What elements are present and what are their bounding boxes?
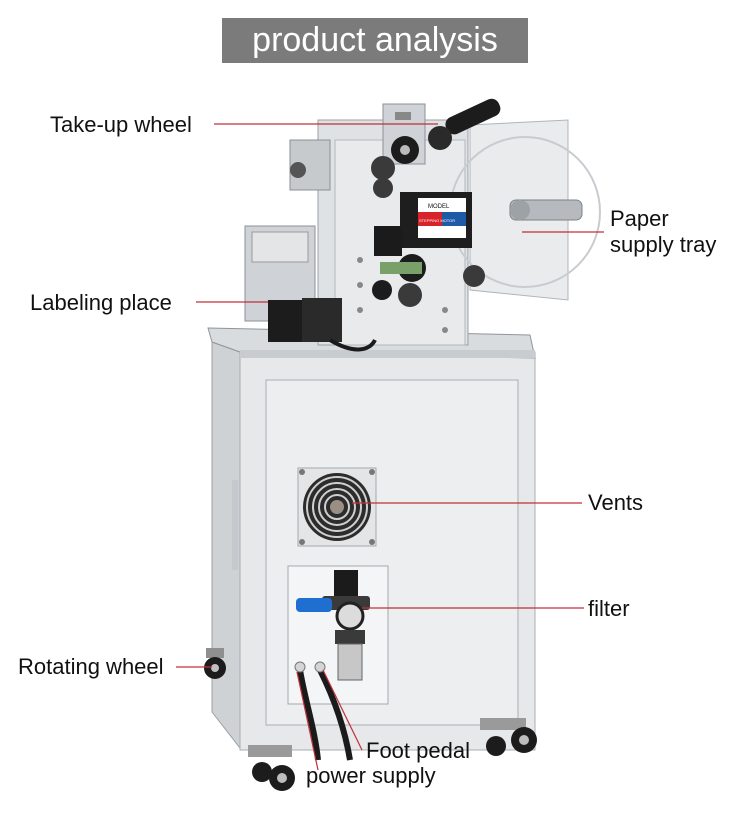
label-rotating-wheel: Rotating wheel: [18, 654, 164, 679]
label-filter: filter: [588, 596, 630, 621]
label-vents: Vents: [588, 490, 644, 515]
leader-line-power-supply: [296, 671, 319, 771]
label-foot-pedal: Foot pedal: [366, 738, 470, 763]
caster-wheels: [204, 648, 537, 791]
motor-type-text: STEPPING MOTOR: [419, 218, 455, 223]
label-take-up-wheel: Take-up wheel: [50, 112, 192, 137]
label-paper-supply-tray-line1: Paper: [610, 206, 669, 231]
label-paper-supply-tray-line2: supply tray: [610, 232, 717, 257]
motor-model-text: MODEL: [428, 204, 450, 210]
vent-fan: [297, 467, 377, 547]
label-power-supply: power supply: [306, 763, 436, 788]
leader-line-foot-pedal: [322, 669, 363, 751]
label-labeling-place: Labeling place: [30, 290, 172, 315]
leader-lines: [176, 123, 604, 771]
label-mechanism: MODEL STEPPING MOTOR: [244, 98, 601, 352]
title-banner: product analysis: [222, 18, 528, 63]
filter-compartment: [287, 565, 389, 761]
